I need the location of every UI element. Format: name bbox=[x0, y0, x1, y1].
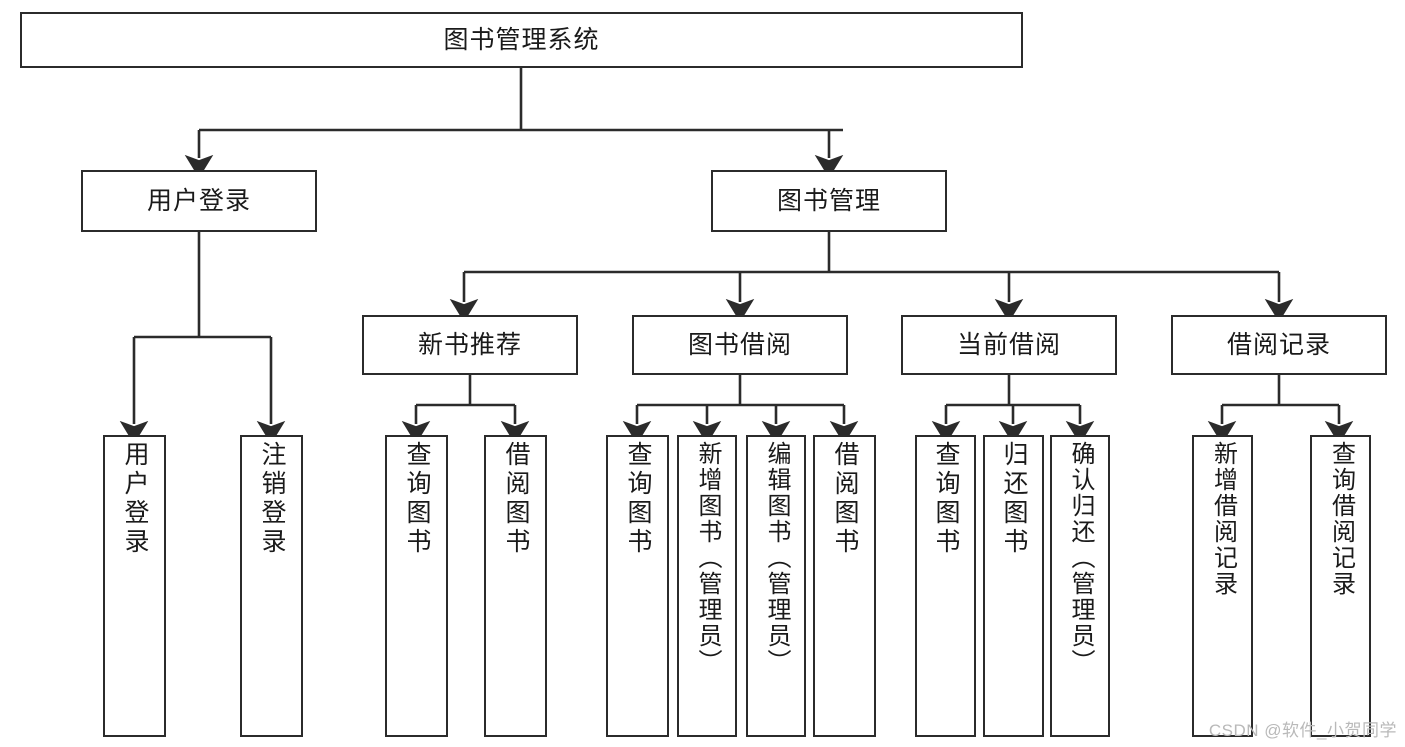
node-leaf-add-record-label: 新增借阅记录 bbox=[1209, 441, 1237, 597]
node-book-borrow-label: 图书借阅 bbox=[687, 330, 792, 359]
node-leaf-borrow-book-2-label: 借阅图书 bbox=[831, 441, 859, 557]
node-book-borrow[interactable]: 图书借阅 bbox=[632, 315, 848, 375]
node-leaf-query-record[interactable]: 查询借阅记录 bbox=[1310, 435, 1371, 737]
node-leaf-borrow-book-1-label: 借阅图书 bbox=[502, 441, 530, 557]
node-borrow-record[interactable]: 借阅记录 bbox=[1171, 315, 1387, 375]
node-root-label: 图书管理系统 bbox=[443, 25, 600, 54]
node-leaf-query-book-1[interactable]: 查询图书 bbox=[385, 435, 448, 737]
node-leaf-query-book-2[interactable]: 查询图书 bbox=[606, 435, 669, 737]
node-leaf-return-book-label: 归还图书 bbox=[1000, 441, 1028, 557]
node-leaf-query-record-label: 查询借阅记录 bbox=[1327, 441, 1355, 597]
node-leaf-add-record[interactable]: 新增借阅记录 bbox=[1192, 435, 1253, 737]
node-leaf-logout-login-label: 注销登录 bbox=[258, 441, 286, 557]
node-new-book-recommend-label: 新书推荐 bbox=[417, 330, 522, 359]
node-leaf-query-book-1-label: 查询图书 bbox=[403, 441, 431, 557]
watermark-text: CSDN @软件_小贺同学 bbox=[1208, 721, 1397, 740]
node-leaf-query-book-3[interactable]: 查询图书 bbox=[915, 435, 976, 737]
node-leaf-add-book-label: 新增图书（管理员） bbox=[694, 441, 721, 675]
node-current-borrow[interactable]: 当前借阅 bbox=[901, 315, 1117, 375]
node-leaf-return-book[interactable]: 归还图书 bbox=[983, 435, 1044, 737]
node-leaf-borrow-book-2[interactable]: 借阅图书 bbox=[813, 435, 876, 737]
node-user-login-label: 用户登录 bbox=[146, 186, 251, 215]
node-leaf-edit-book[interactable]: 编辑图书（管理员） bbox=[746, 435, 806, 737]
node-leaf-query-book-3-label: 查询图书 bbox=[932, 441, 960, 557]
node-borrow-record-label: 借阅记录 bbox=[1226, 330, 1331, 359]
node-leaf-edit-book-label: 编辑图书（管理员） bbox=[763, 441, 790, 675]
node-user-login[interactable]: 用户登录 bbox=[81, 170, 317, 232]
node-leaf-query-book-2-label: 查询图书 bbox=[624, 441, 652, 557]
node-leaf-add-book[interactable]: 新增图书（管理员） bbox=[677, 435, 737, 737]
node-leaf-user-login-label: 用户登录 bbox=[121, 441, 149, 557]
node-new-book-recommend[interactable]: 新书推荐 bbox=[362, 315, 578, 375]
node-current-borrow-label: 当前借阅 bbox=[956, 330, 1061, 359]
node-leaf-confirm-return-label: 确认归还（管理员） bbox=[1067, 441, 1094, 675]
node-leaf-confirm-return[interactable]: 确认归还（管理员） bbox=[1050, 435, 1110, 737]
node-leaf-user-login[interactable]: 用户登录 bbox=[103, 435, 166, 737]
node-leaf-logout-login[interactable]: 注销登录 bbox=[240, 435, 303, 737]
node-root[interactable]: 图书管理系统 bbox=[20, 12, 1023, 68]
node-leaf-borrow-book-1[interactable]: 借阅图书 bbox=[484, 435, 547, 737]
node-book-manage-label: 图书管理 bbox=[776, 186, 881, 215]
node-book-manage[interactable]: 图书管理 bbox=[711, 170, 947, 232]
